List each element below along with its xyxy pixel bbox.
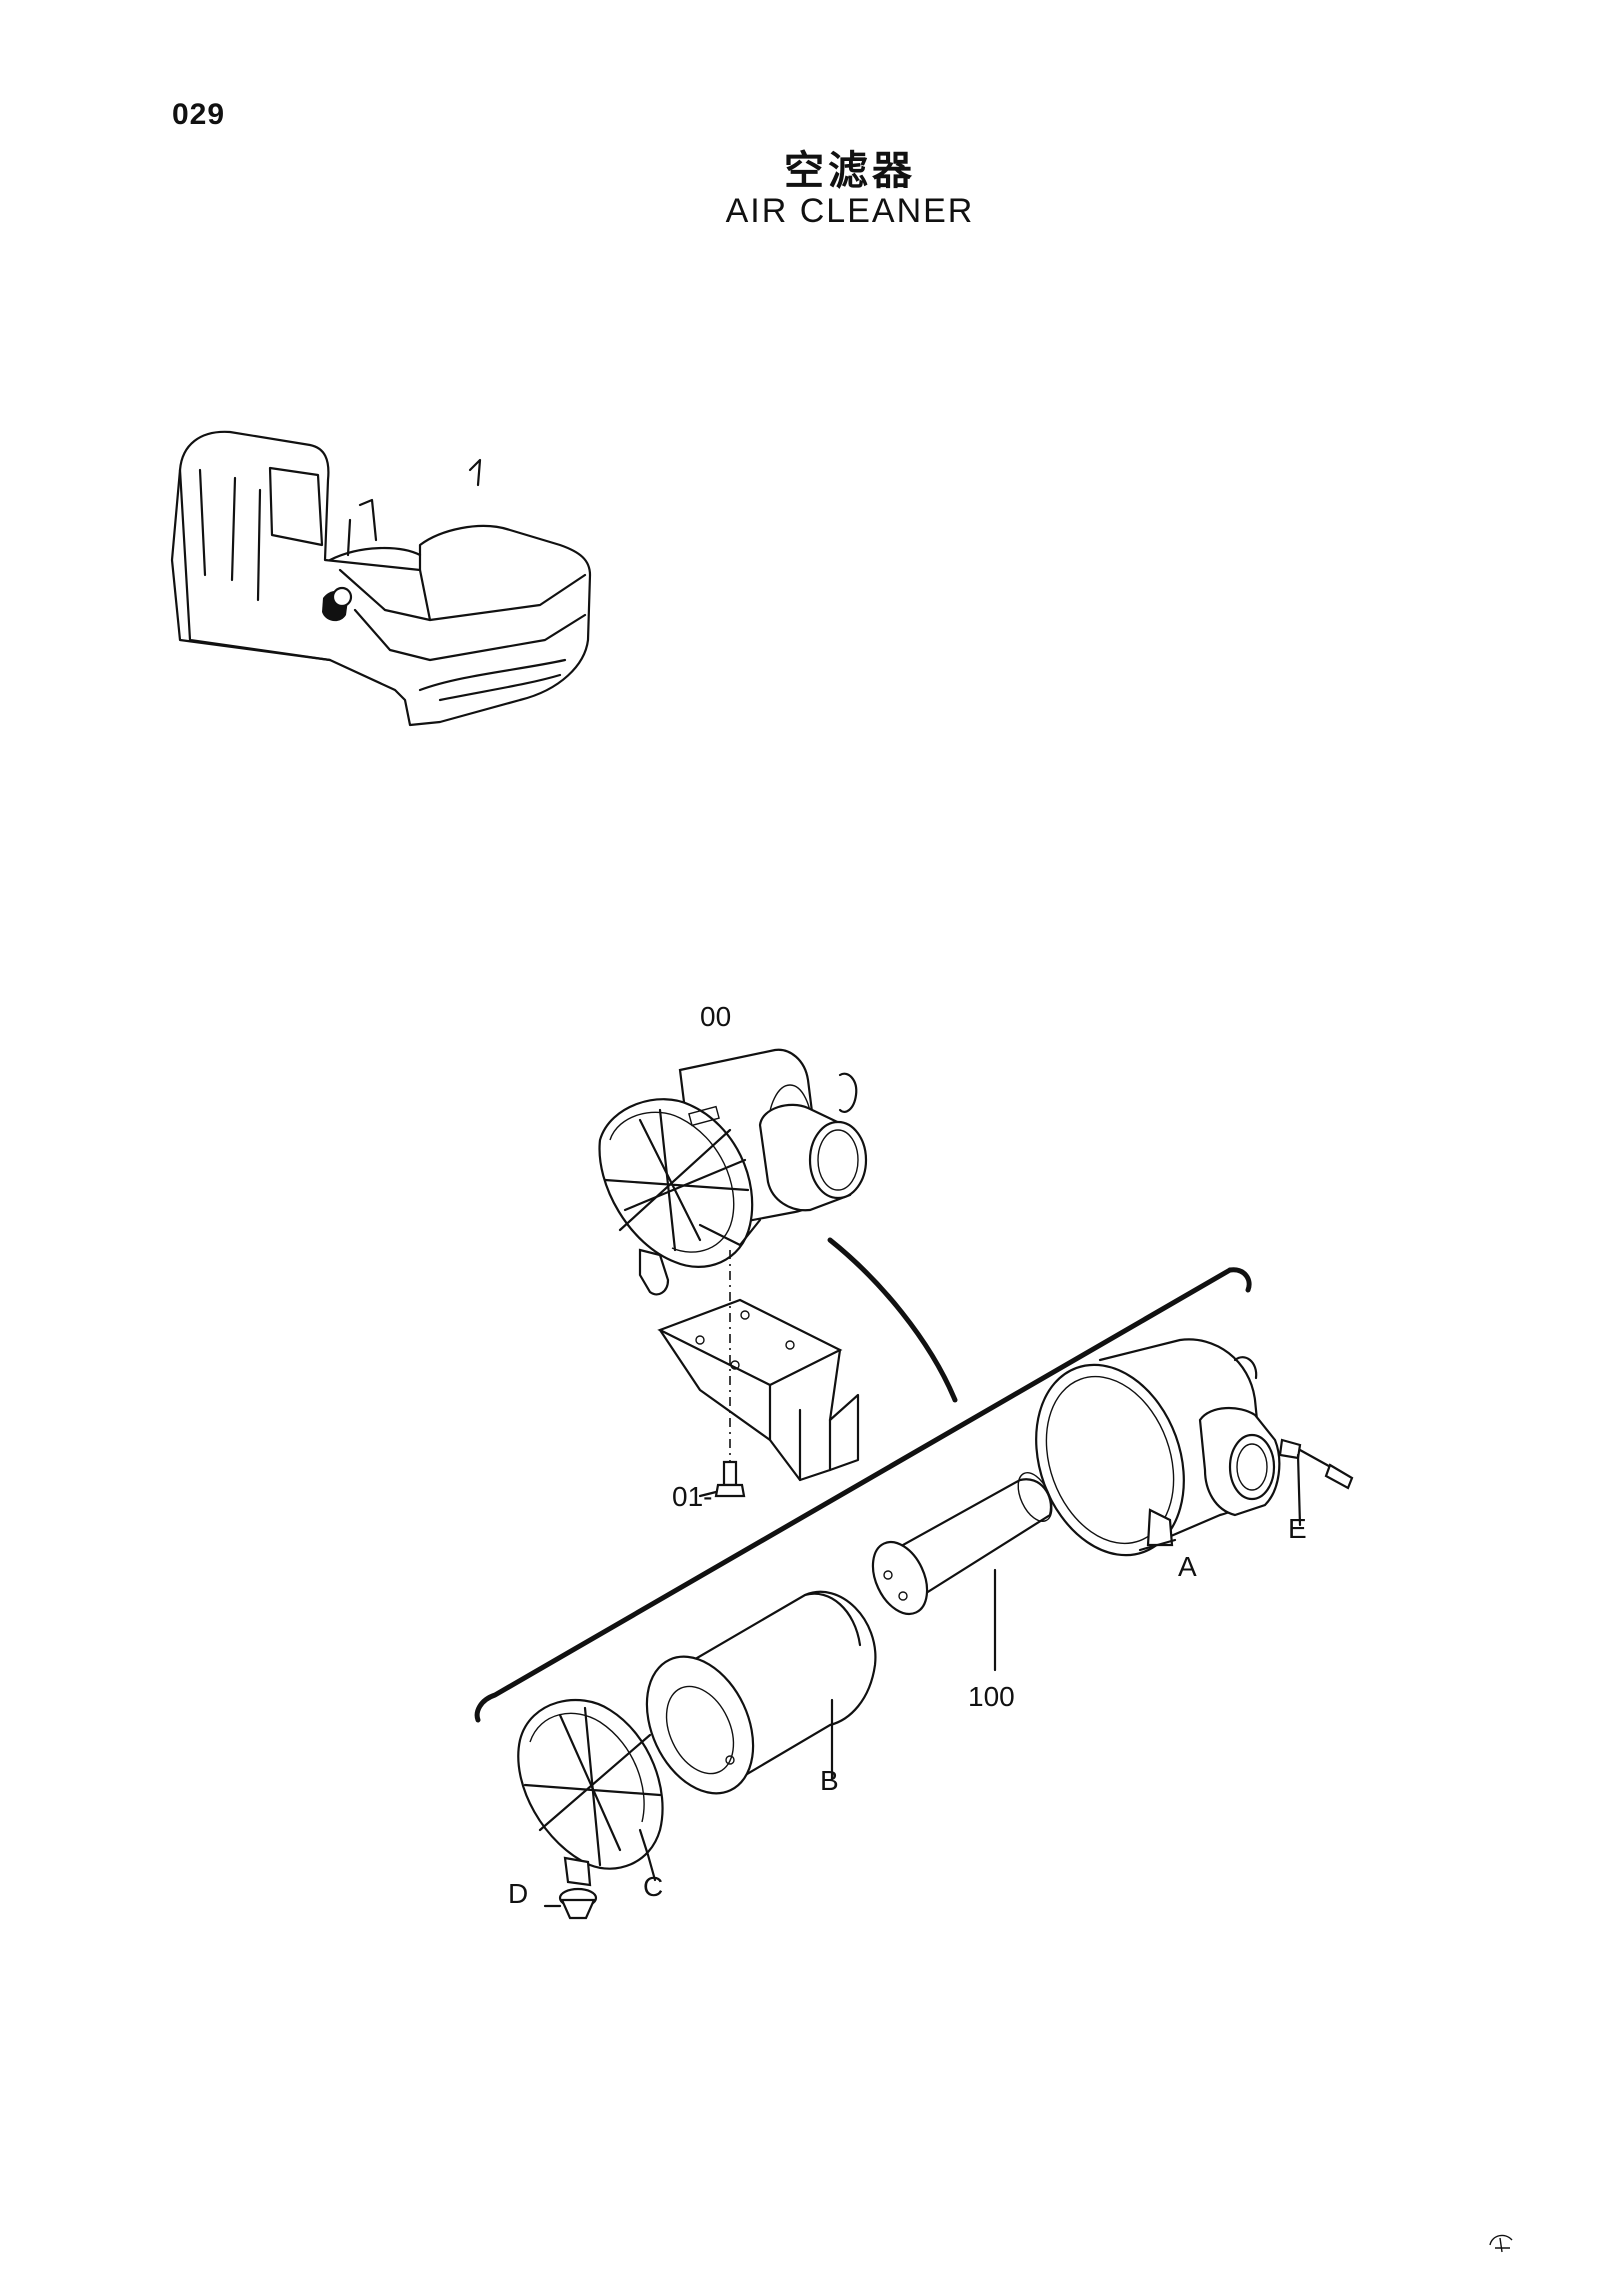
corner-mark-icon	[1489, 2234, 1513, 2253]
page-number: 029	[172, 98, 226, 131]
callout-b: B	[820, 1765, 839, 1796]
evacuator-valve	[543, 1887, 598, 1920]
bolt-icon	[698, 1460, 746, 1498]
main-filter-element	[645, 1590, 877, 1795]
callout-c: C	[643, 1871, 664, 1902]
callout-e: E	[1288, 1513, 1307, 1544]
outlet-housing	[1035, 1338, 1281, 1557]
dust-cover	[517, 1698, 664, 1887]
callout-00: 00	[700, 1001, 732, 1032]
excavator-locator-icon	[170, 430, 592, 727]
callout-01: 01-	[672, 1481, 713, 1512]
air-cleaner-assembly	[598, 1048, 868, 1296]
callout-d: D	[508, 1878, 529, 1909]
indicator-sensor	[1278, 1438, 1354, 1527]
callout-100: 100	[968, 1681, 1015, 1712]
page-title-chinese: 空滤器	[784, 148, 916, 194]
inner-safety-element	[871, 1472, 1053, 1672]
callout-a: A	[1178, 1551, 1197, 1582]
page-title-english: AIR CLEANER	[725, 192, 975, 230]
mounting-bracket	[657, 1298, 860, 1482]
